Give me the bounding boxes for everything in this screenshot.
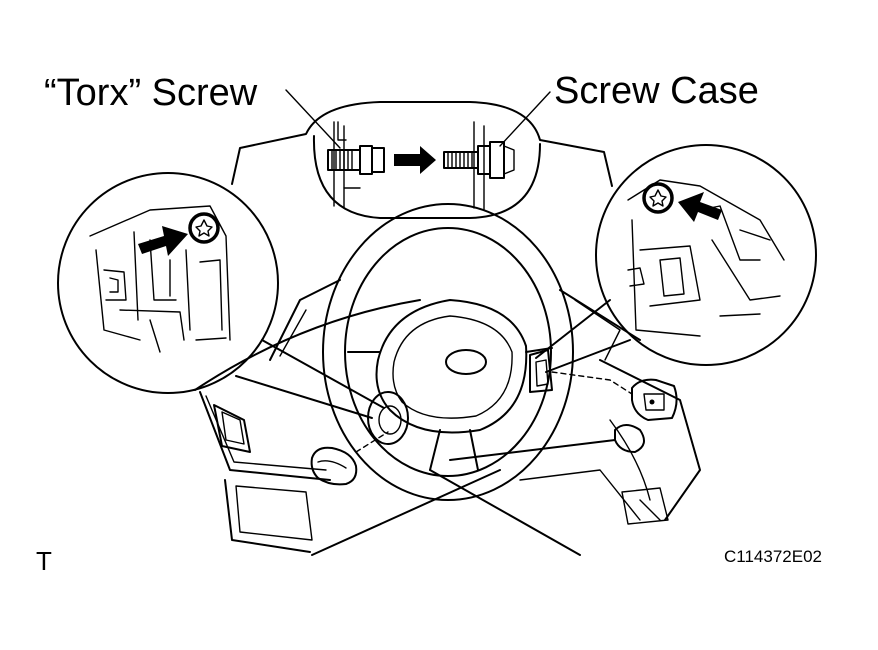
removed-cap	[310, 431, 389, 486]
star-icon	[195, 219, 213, 237]
torx-screw-leader	[285, 89, 341, 149]
left-detail-callout	[57, 172, 385, 419]
filled-arrow-icon	[678, 192, 722, 222]
screw-case-label: Screw Case	[554, 70, 759, 112]
screw-case-leader	[499, 91, 551, 147]
torx-screw-label: “Torx” Screw	[44, 72, 258, 114]
filled-arrow-icon	[138, 226, 188, 256]
removed-switch	[551, 371, 678, 421]
filled-arrow-icon	[394, 146, 436, 174]
steering-wheel	[322, 203, 574, 501]
star-icon	[649, 189, 667, 207]
right-detail-callout	[535, 144, 817, 373]
figure-code: C114372E02	[724, 547, 822, 566]
torx-screw-head-right	[642, 182, 674, 214]
torx-screw-head-left	[188, 212, 220, 244]
dashboard-outline	[194, 279, 701, 556]
middle-detail-callout	[231, 101, 613, 219]
corner-mark: T	[36, 546, 52, 576]
